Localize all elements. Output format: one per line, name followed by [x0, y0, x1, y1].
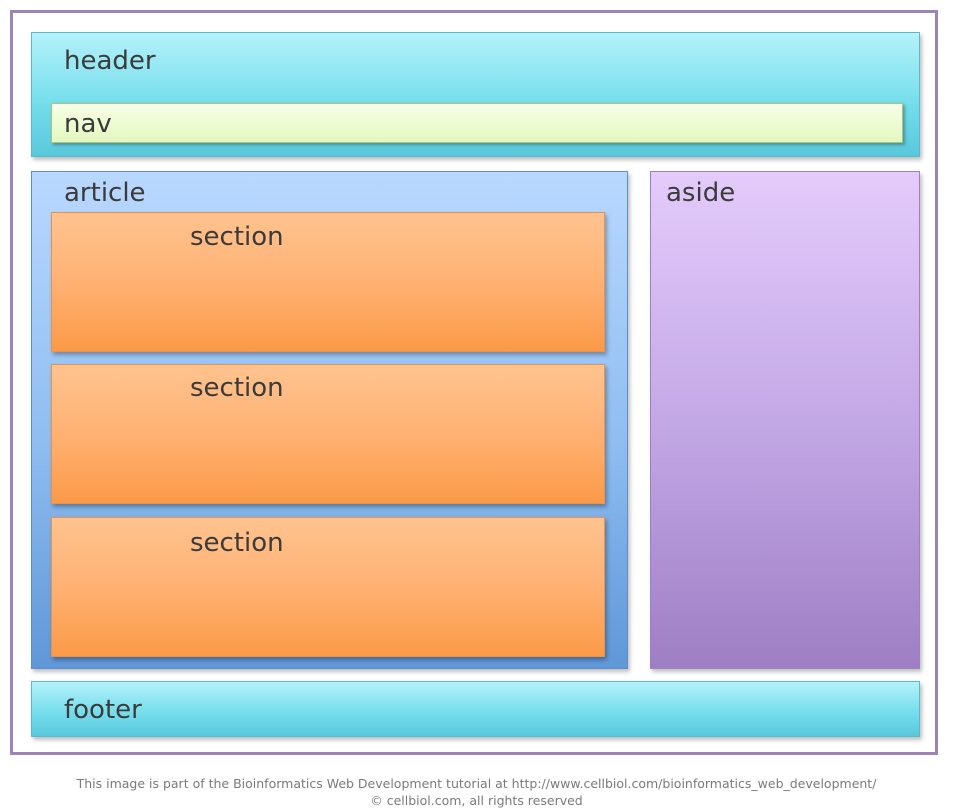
section-box-1: section [51, 212, 605, 352]
section-label-2: section [190, 373, 284, 403]
aside-box: aside [650, 171, 920, 669]
nav-box: nav [51, 103, 903, 143]
caption-line-2: © cellbiol.com, all rights reserved [370, 793, 583, 808]
aside-label: aside [666, 178, 736, 208]
section-label-1: section [190, 222, 284, 252]
footer-box: footer [31, 681, 920, 737]
section-box-2: section [51, 364, 605, 504]
footer-label: footer [64, 695, 142, 725]
section-box-3: section [51, 517, 605, 657]
article-label: article [64, 178, 146, 208]
nav-label: nav [64, 109, 112, 139]
header-label: header [64, 46, 156, 76]
caption-line-1: This image is part of the Bioinformatics… [76, 776, 877, 791]
section-label-3: section [190, 528, 284, 558]
